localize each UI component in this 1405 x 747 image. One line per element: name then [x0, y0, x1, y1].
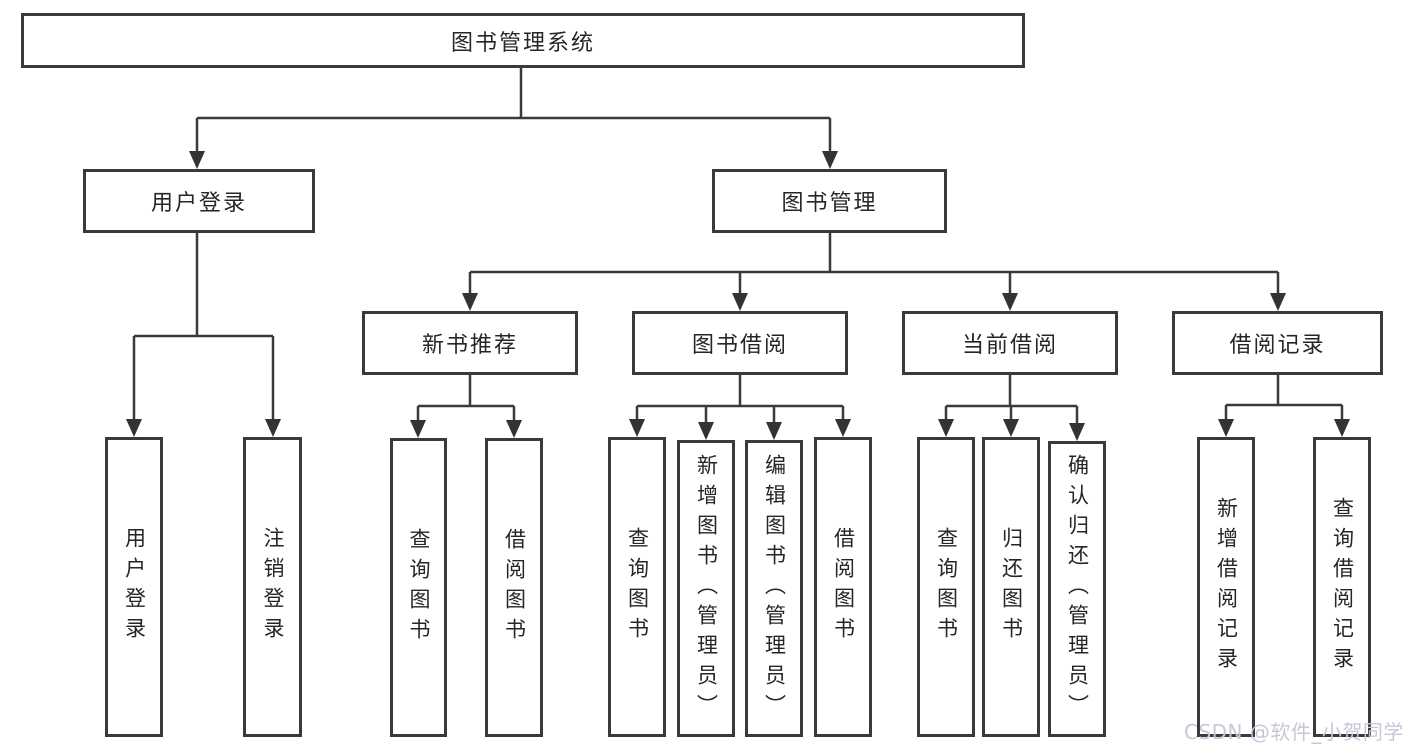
connector-borrow-records-to-leaves: [1218, 375, 1350, 437]
node-book-borrow: 图书借阅: [632, 311, 848, 375]
node-label: 图书借阅: [691, 333, 788, 358]
leaf-label: 归还图书: [999, 527, 1024, 647]
node-label: 新书推荐: [421, 333, 518, 358]
leaf-user-login: 用户登录: [105, 437, 163, 737]
leaf-label: 确认归还（管理员）: [1065, 454, 1090, 724]
connector-root-to-level2: [189, 68, 838, 169]
leaf-label: 查询图书: [934, 527, 959, 647]
connector-book-borrow-to-leaves: [629, 375, 851, 440]
node-label: 图书管理: [781, 191, 878, 216]
leaf-recommend-query-books: 查询图书: [390, 438, 447, 737]
leaf-records-add-borrow-record: 新增借阅记录: [1197, 437, 1255, 737]
leaf-label: 查询图书: [407, 527, 431, 648]
csdn-watermark: CSDN @软件_小贺同学: [1184, 720, 1404, 744]
leaf-label: 借阅图书: [502, 527, 527, 648]
node-label: 当前借阅: [961, 333, 1058, 358]
node-label: 借阅记录: [1229, 333, 1326, 358]
connector-new-book-recommend-to-leaves: [410, 375, 522, 438]
leaf-records-query-borrow-record: 查询借阅记录: [1313, 437, 1371, 737]
node-current-borrow: 当前借阅: [902, 311, 1118, 375]
leaf-borrow-add-books-admin: 新增图书（管理员）: [677, 440, 735, 737]
leaf-label: 用户登录: [122, 527, 147, 647]
leaf-recommend-borrow-books: 借阅图书: [485, 438, 543, 737]
leaf-label: 新增借阅记录: [1214, 497, 1239, 677]
leaf-logout: 注销登录: [243, 437, 302, 737]
node-label: 图书管理系统: [450, 30, 595, 56]
leaf-label: 查询图书: [625, 527, 650, 647]
leaf-label: 注销登录: [261, 527, 285, 647]
leaf-label: 编辑图书（管理员）: [762, 453, 787, 724]
node-user-login: 用户登录: [83, 169, 315, 233]
node-root-library-management-system: 图书管理系统: [21, 13, 1025, 68]
leaf-borrow-query-books: 查询图书: [608, 437, 666, 737]
node-book-management: 图书管理: [712, 169, 947, 233]
connector-current-borrow-to-leaves: [938, 375, 1085, 441]
leaf-current-query-books: 查询图书: [917, 437, 975, 737]
node-label: 用户登录: [150, 191, 247, 216]
node-borrow-records: 借阅记录: [1172, 311, 1383, 375]
leaf-current-return-books: 归还图书: [982, 437, 1040, 737]
leaf-current-confirm-return-admin: 确认归还（管理员）: [1048, 441, 1106, 737]
connector-user-login-to-leaves: [126, 233, 281, 437]
leaf-label: 新增图书（管理员）: [694, 453, 719, 724]
leaf-label: 查询借阅记录: [1330, 497, 1355, 677]
connector-book-management-to-level3: [462, 233, 1286, 311]
leaf-borrow-edit-books-admin: 编辑图书（管理员）: [745, 440, 803, 737]
leaf-borrow-borrow-books: 借阅图书: [814, 437, 872, 737]
leaf-label: 借阅图书: [831, 527, 856, 647]
node-new-book-recommend: 新书推荐: [362, 311, 578, 375]
